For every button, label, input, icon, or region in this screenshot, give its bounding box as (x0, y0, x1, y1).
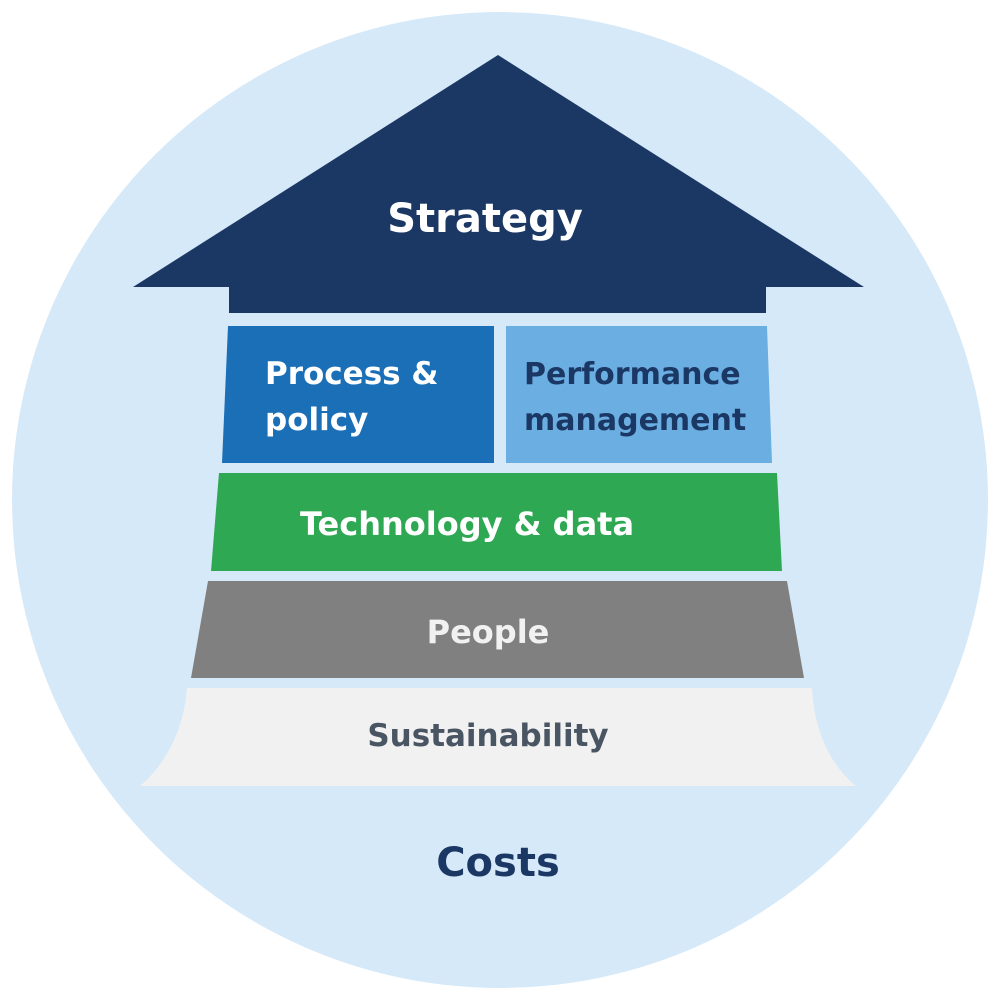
people-label: People (427, 613, 550, 651)
costs-label: Costs (436, 840, 560, 886)
sustainability-label: Sustainability (367, 718, 608, 754)
performance-management-label-line1: Performance (524, 357, 741, 392)
process-policy-label-line1: Process & (265, 356, 438, 392)
performance-management-label-line2: management (524, 403, 746, 438)
strategy-roof (133, 55, 864, 313)
performance-management-block (506, 326, 772, 463)
process-policy-label-line2: policy (265, 402, 368, 438)
people-layer (191, 581, 804, 678)
strategy-label: Strategy (387, 196, 583, 242)
sustainability-layer (140, 688, 856, 786)
process-policy-block (222, 326, 494, 463)
technology-data-layer (211, 473, 782, 571)
technology-data-label: Technology & data (300, 505, 634, 543)
